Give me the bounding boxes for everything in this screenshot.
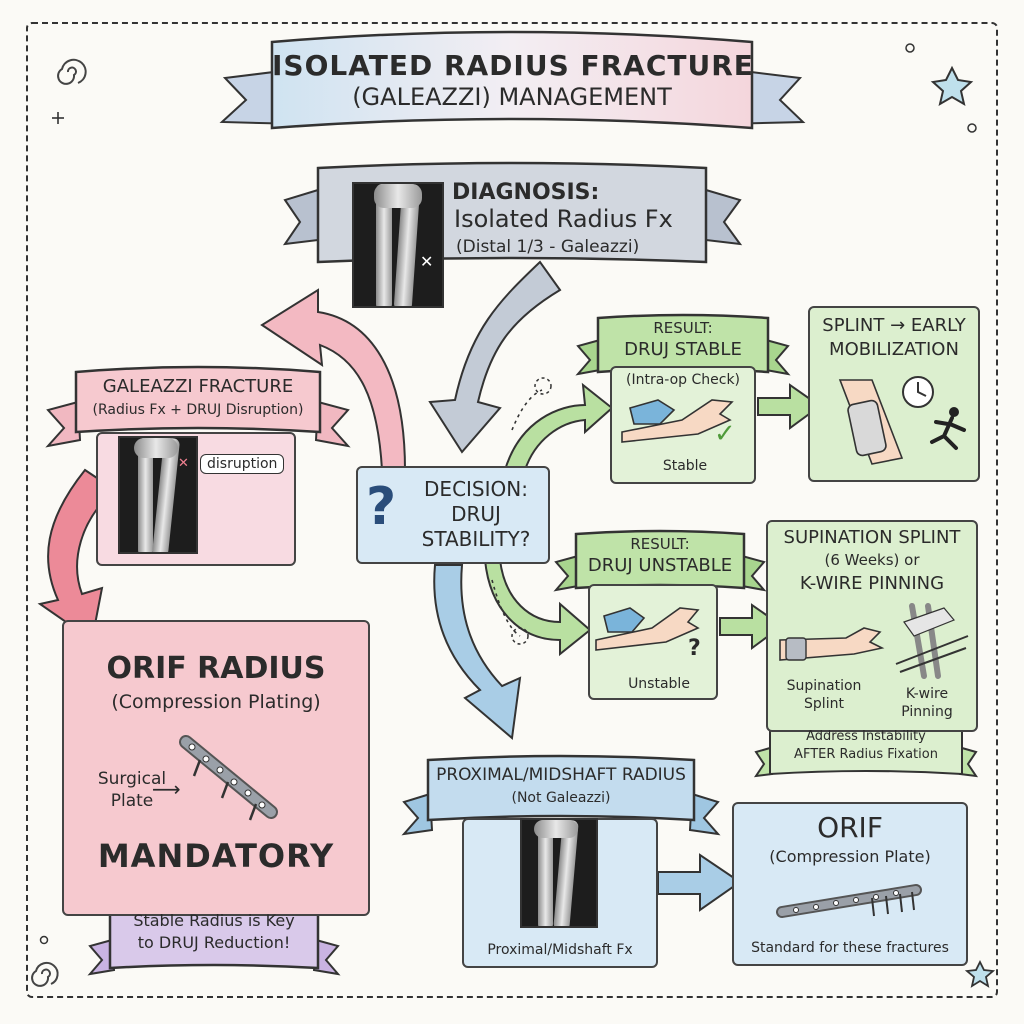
decision-line-3: STABILITY? <box>421 527 531 551</box>
title-banner <box>219 30 806 130</box>
unstable-caption: Unstable <box>628 676 690 692</box>
diagnosis-title: Isolated Radius Fx <box>454 205 673 233</box>
stable-result-title: DRUJ STABLE <box>624 339 742 360</box>
xray-image <box>520 818 598 928</box>
unstable-banner <box>553 529 767 592</box>
xray-image: ✕ <box>118 436 198 554</box>
arrow-icon: ⟶ <box>152 777 181 801</box>
arrow-decision-to-unstable <box>483 559 592 657</box>
supination-line-1: SUPINATION SPLINT <box>783 527 961 548</box>
galeazzi-subtitle: (Radius Fx + DRUJ Disruption) <box>92 402 304 418</box>
page-subtitle: (GALEAZZI) MANAGEMENT <box>352 83 672 111</box>
orif-caption: Standard for these fractures <box>751 940 949 956</box>
address-line-1: Address Instability <box>806 729 926 744</box>
arrow-decision-to-stable <box>503 382 614 471</box>
decision-line-2: DRUJ <box>451 502 501 526</box>
hand-exam-icon <box>621 399 734 443</box>
stable-check-label: (Intra-op Check) <box>625 372 741 388</box>
galeazzi-title: GALEAZZI FRACTURE <box>102 376 294 397</box>
diagnosis-subtitle: (Distal 1/3 - Galeazzi) <box>456 237 640 257</box>
supination-line-3: K-WIRE PINNING <box>799 573 945 594</box>
proximal-title: PROXIMAL/MIDSHAFT RADIUS <box>436 765 686 785</box>
unstable-result-label: RESULT: <box>630 535 690 553</box>
mandatory-text: MANDATORY <box>97 837 335 875</box>
page-title: ISOLATED RADIUS FRACTURE <box>272 49 754 82</box>
disruption-label: disruption <box>200 454 285 474</box>
spiral-icon <box>31 961 59 987</box>
supination-splint-icon <box>779 627 885 661</box>
decision-line-1: DECISION: <box>424 477 528 501</box>
spiral-icon <box>57 58 87 85</box>
splint-line-2: MOBILIZATION <box>829 339 959 360</box>
arrow-diagnosis-to-decision <box>428 260 562 454</box>
diagnosis-label: DIAGNOSIS: <box>452 180 600 205</box>
splint-icon <box>838 376 966 465</box>
galeazzi-banner <box>45 365 351 448</box>
orif-radius-subtitle: (Compression Plating) <box>111 691 321 713</box>
orif-panel <box>732 802 968 966</box>
arrow-decision-to-galeazzi <box>260 288 407 471</box>
splint-line-1: SPLINT → EARLY <box>822 315 966 336</box>
question-icon: ? <box>366 477 397 537</box>
orif-title: ORIF <box>817 811 883 844</box>
supination-line-2: (6 Weeks) or <box>824 551 920 569</box>
question-icon: ? <box>688 636 701 661</box>
check-icon: ✓ <box>714 419 736 449</box>
kwire-caption-2: Pinning <box>901 704 953 720</box>
dot-icon <box>39 935 49 945</box>
note-line-2: to DRUJ Reduction! <box>137 933 291 952</box>
dot-icon <box>967 123 977 133</box>
xray-image: ✕ <box>352 182 444 308</box>
arrow-proximal-to-orif <box>657 853 742 912</box>
arrow-decision-to-proximal <box>433 564 522 740</box>
orif-subtitle: (Compression Plate) <box>769 847 931 866</box>
sparkle-icon <box>52 112 64 124</box>
note-banner <box>87 901 341 976</box>
arrow-stable-to-splint <box>757 383 822 430</box>
address-line-2: AFTER Radius Fixation <box>794 747 938 762</box>
supination-caption-2: Splint <box>804 696 844 712</box>
star-icon <box>930 65 974 107</box>
stable-result-label: RESULT: <box>653 319 713 337</box>
supination-panel <box>766 520 978 732</box>
plate-label-2: Plate <box>110 791 154 811</box>
compression-plate-icon <box>776 884 922 918</box>
page-border <box>26 22 998 998</box>
proximal-caption: Proximal/Midshaft Fx <box>487 942 633 958</box>
surgical-plate-icon <box>179 735 278 821</box>
kwire-caption: K-wire <box>905 686 949 702</box>
k-wire-icon <box>895 603 969 679</box>
note-line-1: Stable Radius is Key <box>133 911 295 930</box>
decision-box <box>356 466 550 564</box>
plate-label: Surgical <box>97 769 167 789</box>
proximal-subtitle: (Not Galeazzi) <box>511 790 611 806</box>
proximal-banner <box>401 754 721 836</box>
orif-radius-title: ORIF RADIUS <box>106 651 326 686</box>
unstable-result-title: DRUJ UNSTABLE <box>587 555 733 576</box>
stable-caption: Stable <box>662 458 708 474</box>
star-icon <box>964 959 996 988</box>
hand-exam-icon <box>595 607 700 651</box>
dot-icon <box>905 43 915 53</box>
supination-caption: Supination <box>786 678 862 694</box>
